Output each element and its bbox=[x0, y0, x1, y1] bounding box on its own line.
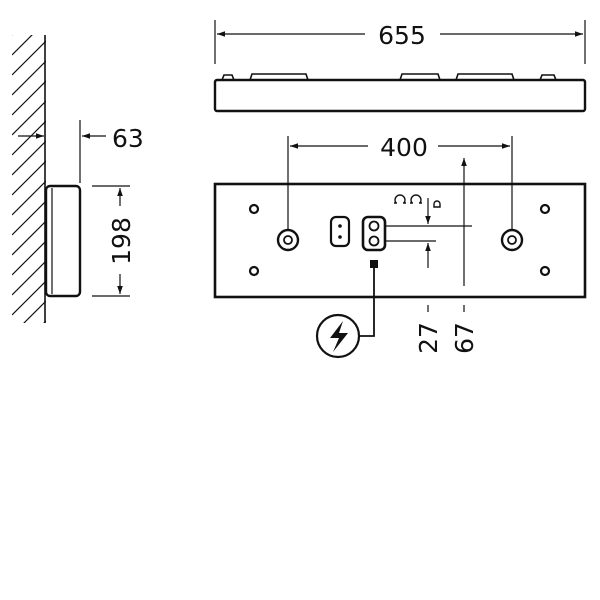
mounting-hole-right bbox=[500, 228, 524, 252]
mounting-hole-left bbox=[276, 228, 300, 252]
luminaire-back-plate bbox=[213, 182, 587, 299]
corner-screws bbox=[248, 203, 551, 277]
power-connection bbox=[315, 268, 375, 359]
wall-hatch-icon bbox=[12, 35, 46, 323]
luminaire-top-profile bbox=[213, 73, 587, 113]
dimension-depth: 63 bbox=[18, 120, 144, 183]
luminaire-side-profile bbox=[44, 184, 82, 298]
dim-label-total-width: 655 bbox=[378, 21, 426, 50]
dim-label-offset-large: 67 bbox=[450, 322, 479, 354]
dim-label-depth: 63 bbox=[112, 124, 144, 153]
back-view: 400 bbox=[213, 133, 587, 359]
dimension-height: 198 bbox=[92, 185, 136, 297]
dimension-mount-spacing: 400 bbox=[287, 133, 513, 230]
terminal-block bbox=[361, 215, 472, 268]
cable-slot bbox=[329, 215, 351, 248]
lightning-bolt-icon bbox=[315, 313, 361, 359]
dim-label-height: 198 bbox=[107, 217, 136, 265]
side-view: 63 198 bbox=[12, 35, 144, 323]
top-view: 655 bbox=[213, 20, 587, 113]
dim-label-mount-spacing: 400 bbox=[380, 133, 428, 162]
terminal-symbols-icon bbox=[394, 194, 441, 208]
dimension-total-width: 655 bbox=[214, 20, 586, 64]
dimension-offsets: 27 67 bbox=[414, 158, 479, 354]
dim-label-offset-small: 27 bbox=[414, 322, 443, 354]
